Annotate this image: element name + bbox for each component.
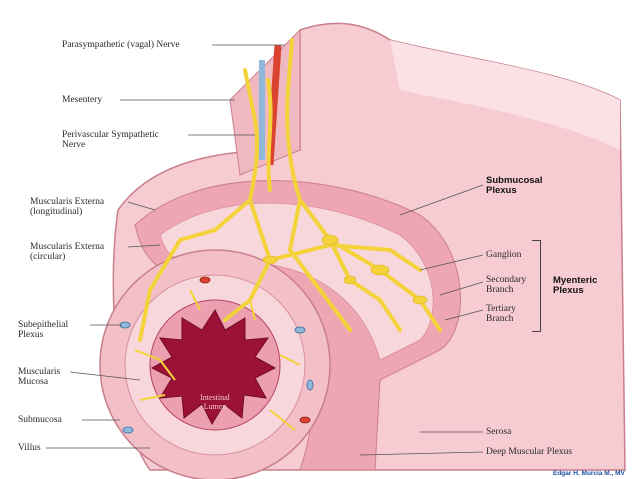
label-externa-long-line2: (longitudinal) — [30, 207, 83, 217]
label-parasympathetic-nerve: Parasympathetic (vagal) Nerve — [62, 40, 180, 50]
label-perivascular-line1: Perivascular Sympathetic — [62, 130, 159, 140]
leader-lines — [46, 44, 484, 456]
label-lumen-line2: Lumen — [203, 402, 227, 411]
label-secondary-line2: Branch — [486, 285, 514, 295]
label-myenteric-line2: Plexus — [553, 285, 584, 296]
label-tertiary-line2: Branch — [486, 314, 514, 324]
artery — [266, 44, 282, 166]
subepithelial-nerve-branches — [134, 289, 301, 431]
label-tertiary-line1: Tertiary — [486, 304, 516, 314]
label-submucosal-line1: Submucosal — [486, 175, 543, 186]
label-externa-circ-line1: Muscularis Externa — [30, 242, 105, 252]
ganglion-nodes — [262, 234, 428, 305]
intestinal-lumen-shape — [150, 308, 277, 426]
label-externa-circ-line2: (circular) — [30, 252, 66, 262]
label-externa-long-line1: Muscularis Externa — [30, 197, 105, 207]
vessel-dot — [122, 426, 134, 434]
label-serosa: Serosa — [486, 427, 512, 437]
label-subepithelial-plexus: Subepithelial Plexus — [18, 320, 68, 340]
label-villus: Villus — [18, 443, 41, 453]
label-myenteric-plexus: Myenteric Plexus — [553, 276, 597, 296]
label-ganglion: Ganglion — [486, 250, 522, 260]
label-myenteric-line1: Myenteric — [553, 275, 598, 286]
vessel-dot — [199, 276, 211, 284]
label-intestinal-lumen: Intestinal Lumen — [180, 393, 250, 411]
label-secondary-line1: Secondary — [486, 275, 527, 285]
label-tertiary-branch: Tertiary Branch — [486, 304, 516, 324]
label-perivascular-line2: Nerve — [62, 140, 86, 150]
label-muscularis-externa-circular: Muscularis Externa (circular) — [30, 242, 104, 262]
label-mucosa-line2: Mucosa — [18, 377, 49, 387]
label-submucosal-plexus: Submucosal Plexus — [486, 176, 543, 196]
label-mucosa-line1: Muscularis — [18, 367, 61, 377]
vessel-dot — [306, 379, 314, 391]
label-perivascular-sympathetic-nerve: Perivascular Sympathetic Nerve — [62, 130, 159, 150]
label-secondary-branch: Secondary Branch — [486, 275, 526, 295]
vessel-dot — [294, 326, 306, 334]
nerve-network — [138, 38, 442, 342]
label-mesentery: Mesentery — [62, 95, 103, 105]
label-lumen-line1: Intestinal — [200, 393, 230, 402]
label-muscularis-externa-longitudinal: Muscularis Externa (longitudinal) — [30, 197, 104, 217]
myenteric-bracket — [532, 240, 541, 332]
intestine-top-highlight — [390, 40, 620, 150]
label-deep-muscular-plexus: Deep Muscular Plexus — [486, 447, 573, 457]
label-submucosal-line2: Plexus — [486, 185, 517, 196]
vessel-dot — [299, 416, 311, 424]
label-submucosa: Submucosa — [18, 415, 62, 425]
author-credit: Edgar H. Murcia M., MV — [553, 470, 625, 477]
label-muscularis-mucosa: Muscularis Mucosa — [18, 367, 60, 387]
label-subepithelial-line1: Subepithelial — [18, 320, 69, 330]
label-subepithelial-line2: Plexus — [18, 330, 44, 340]
